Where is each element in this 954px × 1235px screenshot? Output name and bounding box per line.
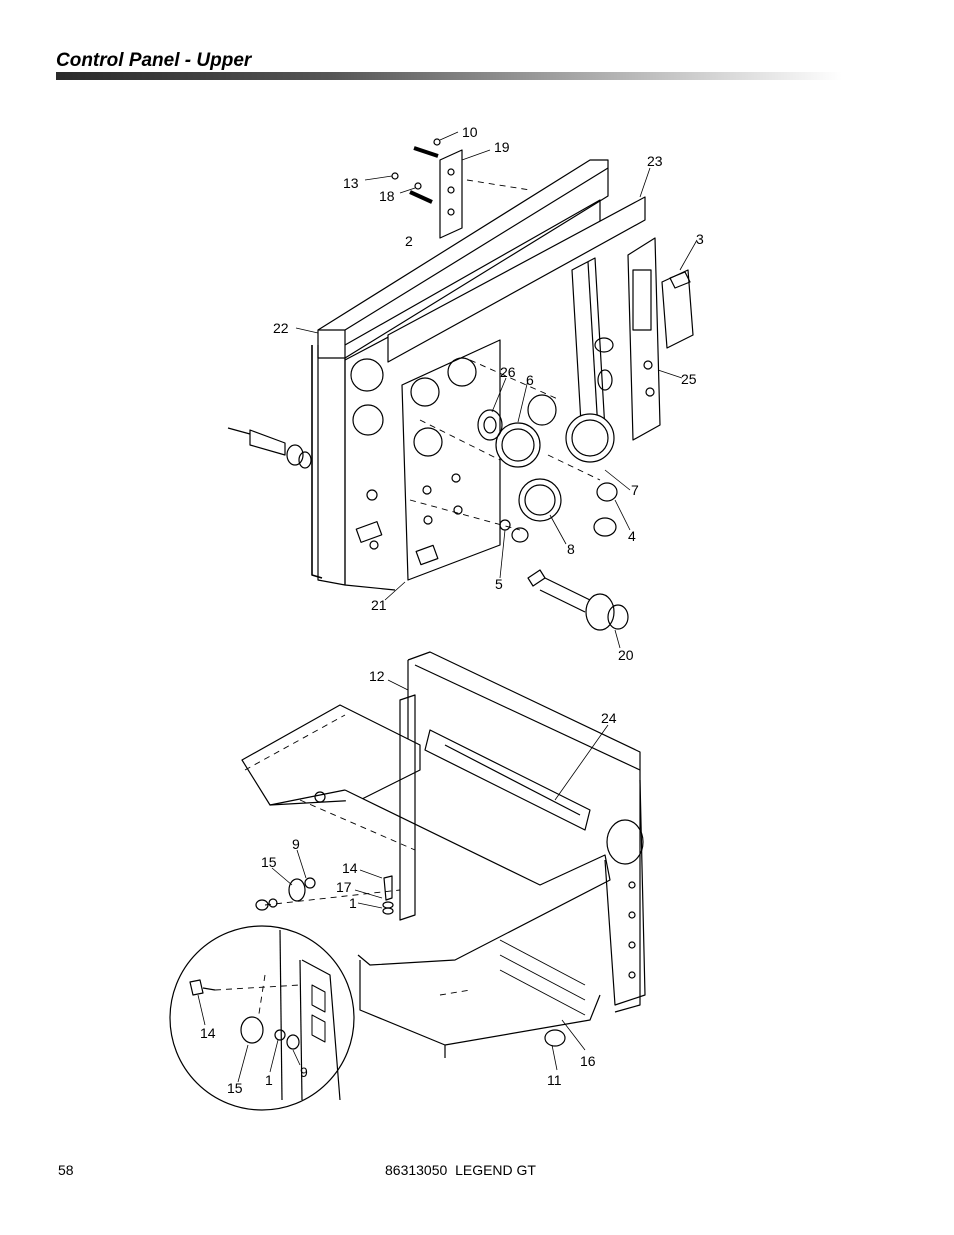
leader-lines xyxy=(197,131,698,1083)
page-title: Control Panel - Upper xyxy=(56,50,252,71)
callout-18: 18 xyxy=(379,188,395,204)
callout-15: 15 xyxy=(261,854,277,870)
callout-1-detail: 1 xyxy=(265,1072,273,1088)
callout-9: 9 xyxy=(292,836,300,852)
callout-14-detail: 14 xyxy=(200,1025,216,1041)
callout-15-detail: 15 xyxy=(227,1080,243,1096)
callout-16: 16 xyxy=(580,1053,596,1069)
document-identifier: 86313050 LEGEND GT xyxy=(385,1162,536,1178)
callout-22: 22 xyxy=(273,320,289,336)
title-rule xyxy=(56,72,842,80)
callout-21: 21 xyxy=(371,597,387,613)
callout-labels: 10 19 23 13 18 2 3 22 26 6 25 7 4 8 5 21… xyxy=(200,124,704,1096)
callout-1: 1 xyxy=(349,895,357,911)
callout-25: 25 xyxy=(681,371,697,387)
detail-view xyxy=(169,925,355,1111)
callout-8: 8 xyxy=(567,541,575,557)
callout-24: 24 xyxy=(601,710,617,726)
callout-3: 3 xyxy=(696,231,704,247)
callout-14: 14 xyxy=(342,860,358,876)
callout-17: 17 xyxy=(336,879,352,895)
callout-26: 26 xyxy=(500,364,516,380)
callout-12: 12 xyxy=(369,668,385,684)
callout-20: 20 xyxy=(618,647,634,663)
callout-9-detail: 9 xyxy=(300,1064,308,1080)
callout-23: 23 xyxy=(647,153,663,169)
callout-11: 11 xyxy=(547,1072,562,1088)
callout-10: 10 xyxy=(462,124,478,140)
lower-cabinet-assembly xyxy=(241,651,646,1058)
callout-13: 13 xyxy=(343,175,359,191)
callout-19: 19 xyxy=(494,139,510,155)
upper-panel-assembly xyxy=(227,138,694,631)
callout-5: 5 xyxy=(495,576,503,592)
callout-7: 7 xyxy=(631,482,639,498)
callout-2: 2 xyxy=(405,233,413,249)
callout-6: 6 xyxy=(526,372,534,388)
page-number: 58 xyxy=(58,1162,74,1178)
callout-4: 4 xyxy=(628,528,636,544)
